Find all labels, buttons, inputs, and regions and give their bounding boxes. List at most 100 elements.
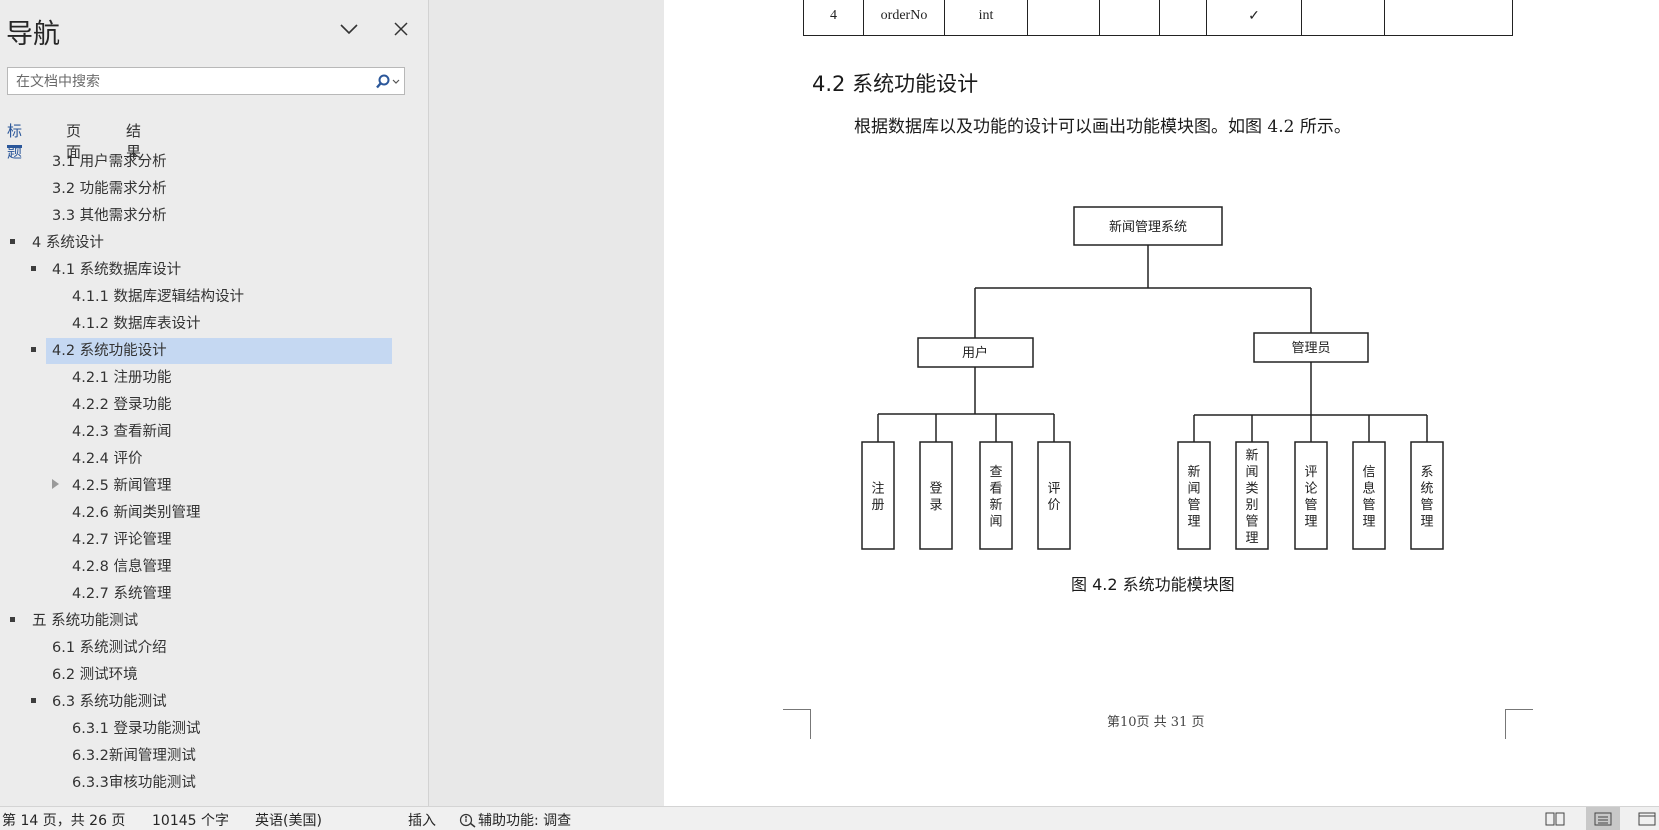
outline-item[interactable]: 4.1.1 数据库逻辑结构设计 <box>72 289 245 305</box>
module-label-char: 价 <box>1047 498 1060 513</box>
outline-item[interactable]: 3.2 功能需求分析 <box>52 181 167 197</box>
outline-item[interactable]: 6.3.1 登录功能测试 <box>72 721 201 737</box>
module-label-char: 册 <box>871 498 884 513</box>
chevron-down-icon[interactable] <box>336 16 362 42</box>
outline-item-label: 4.2 系统功能设计 <box>52 343 167 359</box>
tab-results[interactable]: 结果 <box>126 122 142 161</box>
collapse-triangle-icon[interactable] <box>31 266 36 271</box>
search-input[interactable] <box>14 71 358 93</box>
tab-headings[interactable]: 标题 <box>7 122 23 161</box>
table-cell: int <box>944 0 1028 36</box>
read-mode-icon[interactable] <box>1538 807 1572 830</box>
admin-module-label: 评论管理 <box>1304 465 1317 530</box>
module-label-char: 闻 <box>1187 481 1200 496</box>
module-label-char: 管 <box>1187 498 1200 513</box>
language-indicator[interactable]: 英语(美国) <box>255 813 322 829</box>
tab-pages[interactable]: 页面 <box>66 122 82 161</box>
user-module-label: 注册 <box>871 481 884 513</box>
outline-item[interactable]: 3.1 用户需求分析 <box>52 154 167 170</box>
module-label-char: 理 <box>1362 514 1375 529</box>
user-module-label: 登录 <box>929 481 942 513</box>
status-bar: 第 14 页，共 26 页 10145 个字 英语(美国) 插入 辅助功能: 调… <box>0 806 1659 830</box>
module-label-char: 闻 <box>1245 465 1258 480</box>
outline-item[interactable]: 4.2.2 登录功能 <box>72 397 172 413</box>
insert-mode[interactable]: 插入 <box>408 813 436 829</box>
user-module-label: 评价 <box>1047 481 1060 513</box>
accessibility-status[interactable]: 辅助功能: 调查 <box>458 810 571 830</box>
expand-triangle-icon[interactable] <box>52 479 59 489</box>
module-box <box>919 441 953 550</box>
table-cell <box>1384 0 1513 36</box>
collapse-triangle-icon[interactable] <box>10 239 15 244</box>
root-box <box>1073 206 1223 246</box>
module-label-char: 查 <box>989 465 1002 480</box>
table-cell: orderNo <box>863 0 945 36</box>
function-module-diagram: 新闻管理系统用户管理员注册登录查看新闻评价新闻管理新闻类别管理评论管理信息管理系… <box>861 206 1444 550</box>
user-box <box>917 337 1034 368</box>
figure-caption: 图 4.2 系统功能模块图 <box>1071 575 1235 594</box>
document-area[interactable]: 4 orderNo int ✓ 4.2 系统功能设计 根据数据库以及功能的设计可… <box>429 0 1659 806</box>
outline-item[interactable]: 4.2.7 系统管理 <box>72 586 172 602</box>
module-label-char: 管 <box>1362 498 1375 513</box>
admin-module-label: 信息管理 <box>1362 465 1375 530</box>
module-label-char: 理 <box>1187 514 1200 529</box>
module-label-char: 理 <box>1304 514 1317 529</box>
outline-item[interactable]: 4.2.3 查看新闻 <box>72 424 172 440</box>
table-row: 4 orderNo int ✓ <box>803 0 1513 36</box>
module-box <box>1037 441 1071 550</box>
print-layout-icon[interactable] <box>1586 807 1620 830</box>
module-box <box>979 441 1013 550</box>
module-label-char: 录 <box>929 498 942 513</box>
outline-item-selected[interactable]: 4.2 系统功能设计 <box>46 338 392 364</box>
module-box <box>861 441 895 550</box>
outline-item[interactable]: 6.2 测试环境 <box>52 667 138 683</box>
web-layout-icon[interactable] <box>1634 807 1659 830</box>
outline-item[interactable]: 4.2.4 评价 <box>72 451 143 467</box>
outline-item[interactable]: 3.3 其他需求分析 <box>52 208 167 224</box>
module-label-char: 信 <box>1362 465 1375 480</box>
page-count[interactable]: 第 14 页，共 26 页 <box>2 813 126 829</box>
outline-item[interactable]: 4.2.1 注册功能 <box>72 370 172 386</box>
field-table: 4 orderNo int ✓ <box>803 0 1513 36</box>
module-label-char: 管 <box>1420 498 1433 513</box>
word-count[interactable]: 10145 个字 <box>152 813 229 829</box>
admin-module-label: 新闻管理 <box>1187 464 1200 530</box>
module-box <box>1410 441 1444 550</box>
admin-label: 管理员 <box>1291 341 1330 356</box>
module-label-char: 息 <box>1362 480 1375 496</box>
outline-item[interactable]: 4.2.5 新闻管理 <box>72 478 172 494</box>
module-label-char: 统 <box>1420 481 1433 496</box>
user-module-label: 查看新闻 <box>989 465 1002 530</box>
collapse-triangle-icon[interactable] <box>31 347 36 352</box>
module-label-char: 别 <box>1245 498 1258 513</box>
outline-item[interactable]: 6.3.3审核功能测试 <box>72 775 196 791</box>
section-heading: 4.2 系统功能设计 <box>812 72 979 96</box>
collapse-triangle-icon[interactable] <box>10 617 15 622</box>
module-label-char: 系 <box>1420 465 1433 480</box>
outline-item[interactable]: 4.1 系统数据库设计 <box>52 262 182 278</box>
search-icon[interactable] <box>375 73 403 91</box>
table-cell <box>1159 0 1207 36</box>
outline-item[interactable]: 五 系统功能测试 <box>32 613 139 629</box>
outline-item[interactable]: 4.2.7 评论管理 <box>72 532 172 548</box>
user-label: 用户 <box>962 345 988 361</box>
admin-box <box>1253 332 1369 363</box>
module-label-char: 登 <box>929 481 942 496</box>
close-icon[interactable] <box>388 16 414 42</box>
module-box <box>1352 441 1386 550</box>
outline-item[interactable]: 4.2.8 信息管理 <box>72 559 172 575</box>
module-label-char: 管 <box>1245 514 1258 529</box>
collapse-triangle-icon[interactable] <box>31 698 36 703</box>
outline-item[interactable]: 4.1.2 数据库表设计 <box>72 316 201 332</box>
outline-item[interactable]: 6.1 系统测试介绍 <box>52 640 167 656</box>
document-page[interactable]: 4 orderNo int ✓ 4.2 系统功能设计 根据数据库以及功能的设计可… <box>664 0 1659 806</box>
module-label-char: 新 <box>989 497 1002 513</box>
outline-item[interactable]: 4 系统设计 <box>32 235 104 251</box>
table-cell: 4 <box>803 0 864 36</box>
outline-item[interactable]: 4.2.6 新闻类别管理 <box>72 505 201 521</box>
module-label-char: 注 <box>871 481 884 496</box>
module-box <box>1177 441 1211 550</box>
outline-item[interactable]: 6.3.2新闻管理测试 <box>72 748 196 764</box>
admin-module-label: 新闻类别管理 <box>1245 447 1258 546</box>
outline-item[interactable]: 6.3 系统功能测试 <box>52 694 167 710</box>
